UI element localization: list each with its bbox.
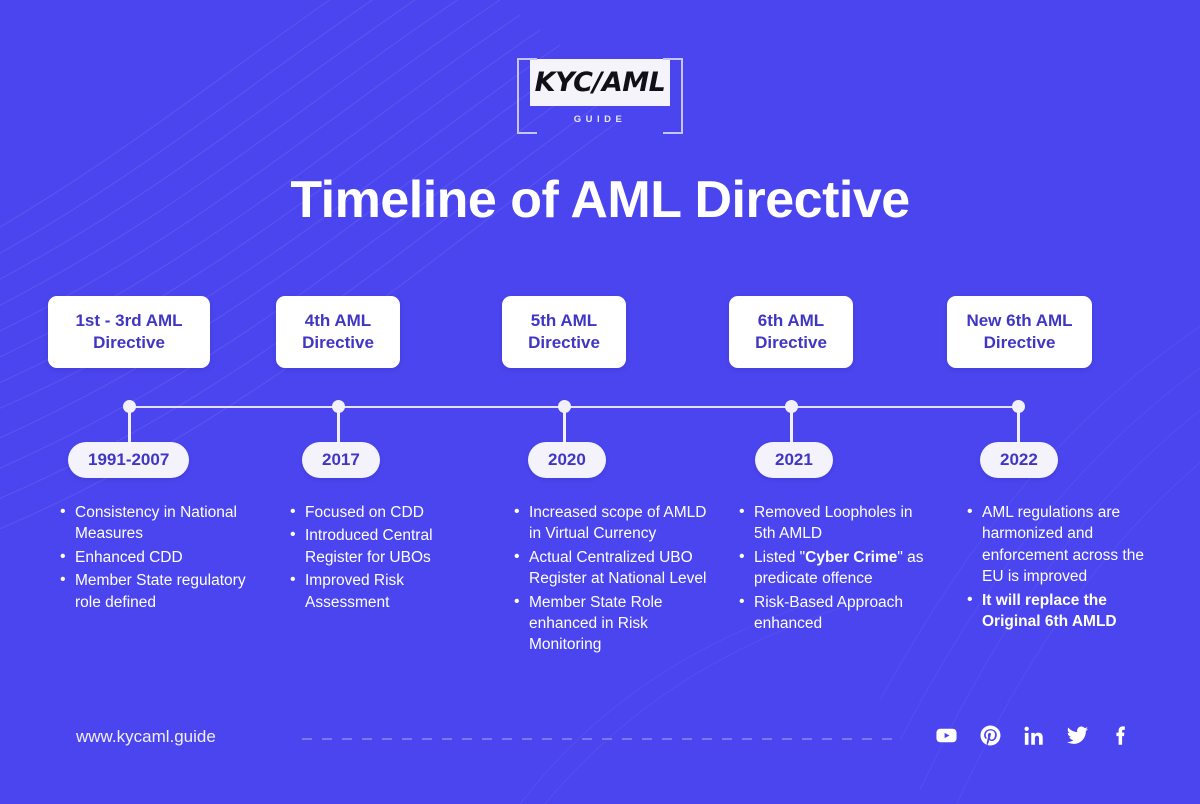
directive-bullet-list: AML regulations are harmonized and enfor… <box>963 501 1168 634</box>
list-item: Consistency in National Measures <box>56 501 261 545</box>
timeline-node-stem <box>128 408 131 444</box>
list-item: Listed "Cyber Crime" as predicate offenc… <box>735 546 925 590</box>
timeline-node-stem <box>563 408 566 444</box>
pinterest-icon[interactable] <box>979 724 1002 747</box>
directive-card[interactable]: 1st - 3rd AML Directive <box>48 296 210 368</box>
timeline-node-stem <box>1017 408 1020 444</box>
list-item: Enhanced CDD <box>56 546 261 568</box>
year-pill[interactable]: 2022 <box>980 442 1058 478</box>
timeline: 1st - 3rd AML Directive 1991-2007Consiste… <box>0 296 1200 716</box>
timeline-column: 5th AML Directive <box>502 296 728 368</box>
footer: www.kycaml.guide <box>0 716 1200 766</box>
directive-bullet-list: Focused on CDDIntroduced Central Registe… <box>286 501 461 615</box>
year-pill[interactable]: 2017 <box>302 442 380 478</box>
logo-text: KYC/AML <box>534 67 666 98</box>
logo-frame: KYC/AML GUIDE <box>517 58 683 134</box>
brand-logo: KYC/AML GUIDE <box>0 58 1200 134</box>
year-pill[interactable]: 2020 <box>528 442 606 478</box>
directive-card[interactable]: 5th AML Directive <box>502 296 626 368</box>
list-item: Actual Centralized UBO Register at Natio… <box>510 546 715 590</box>
footer-divider <box>302 738 898 740</box>
page-title: Timeline of AML Directive <box>290 171 910 229</box>
timeline-column: New 6th AML Directive <box>947 296 1173 368</box>
timeline-column: 1st - 3rd AML Directive <box>48 296 274 368</box>
directive-card[interactable]: 6th AML Directive <box>729 296 853 368</box>
directive-bullet-list: Removed Loopholes in 5th AMLDListed "Cyb… <box>735 501 925 636</box>
timeline-node-stem <box>790 408 793 444</box>
timeline-node-dot <box>1012 400 1025 413</box>
year-pill[interactable]: 1991-2007 <box>68 442 190 478</box>
list-item: Member State regulatory role defined <box>56 569 261 613</box>
list-item: Risk-Based Approach enhanced <box>735 591 925 635</box>
list-item: It will replace the Original 6th AMLD <box>963 589 1168 633</box>
list-item: AML regulations are harmonized and enfor… <box>963 501 1168 588</box>
logo-box: KYC/AML <box>530 59 670 106</box>
logo-subtitle: GUIDE <box>573 114 627 125</box>
timeline-node-dot <box>785 400 798 413</box>
list-item: Removed Loopholes in 5th AMLD <box>735 501 925 545</box>
facebook-icon[interactable] <box>1110 725 1132 747</box>
year-pill[interactable]: 2021 <box>755 442 833 478</box>
social-links <box>935 724 1132 747</box>
timeline-node-stem <box>337 408 340 444</box>
directive-bullet-list: Consistency in National MeasuresEnhanced… <box>56 501 261 615</box>
linkedin-icon[interactable] <box>1023 725 1045 747</box>
list-item: Focused on CDD <box>286 501 461 523</box>
directive-card[interactable]: New 6th AML Directive <box>947 296 1092 368</box>
directive-card[interactable]: 4th AML Directive <box>276 296 400 368</box>
directive-bullet-list: Increased scope of AMLD in Virtual Curre… <box>510 501 715 658</box>
list-item: Increased scope of AMLD in Virtual Curre… <box>510 501 715 545</box>
twitter-icon[interactable] <box>1066 724 1089 747</box>
list-item: Member State Role enhanced in Risk Monit… <box>510 590 715 656</box>
list-item: Improved Risk Assessment <box>286 569 461 613</box>
list-item: Introduced Central Register for UBOs <box>286 524 461 568</box>
timeline-axis <box>129 406 1019 408</box>
timeline-column: 4th AML Directive <box>276 296 502 368</box>
website-url: www.kycaml.guide <box>76 727 216 746</box>
youtube-icon[interactable] <box>935 724 958 747</box>
timeline-column: 6th AML Directive <box>729 296 955 368</box>
